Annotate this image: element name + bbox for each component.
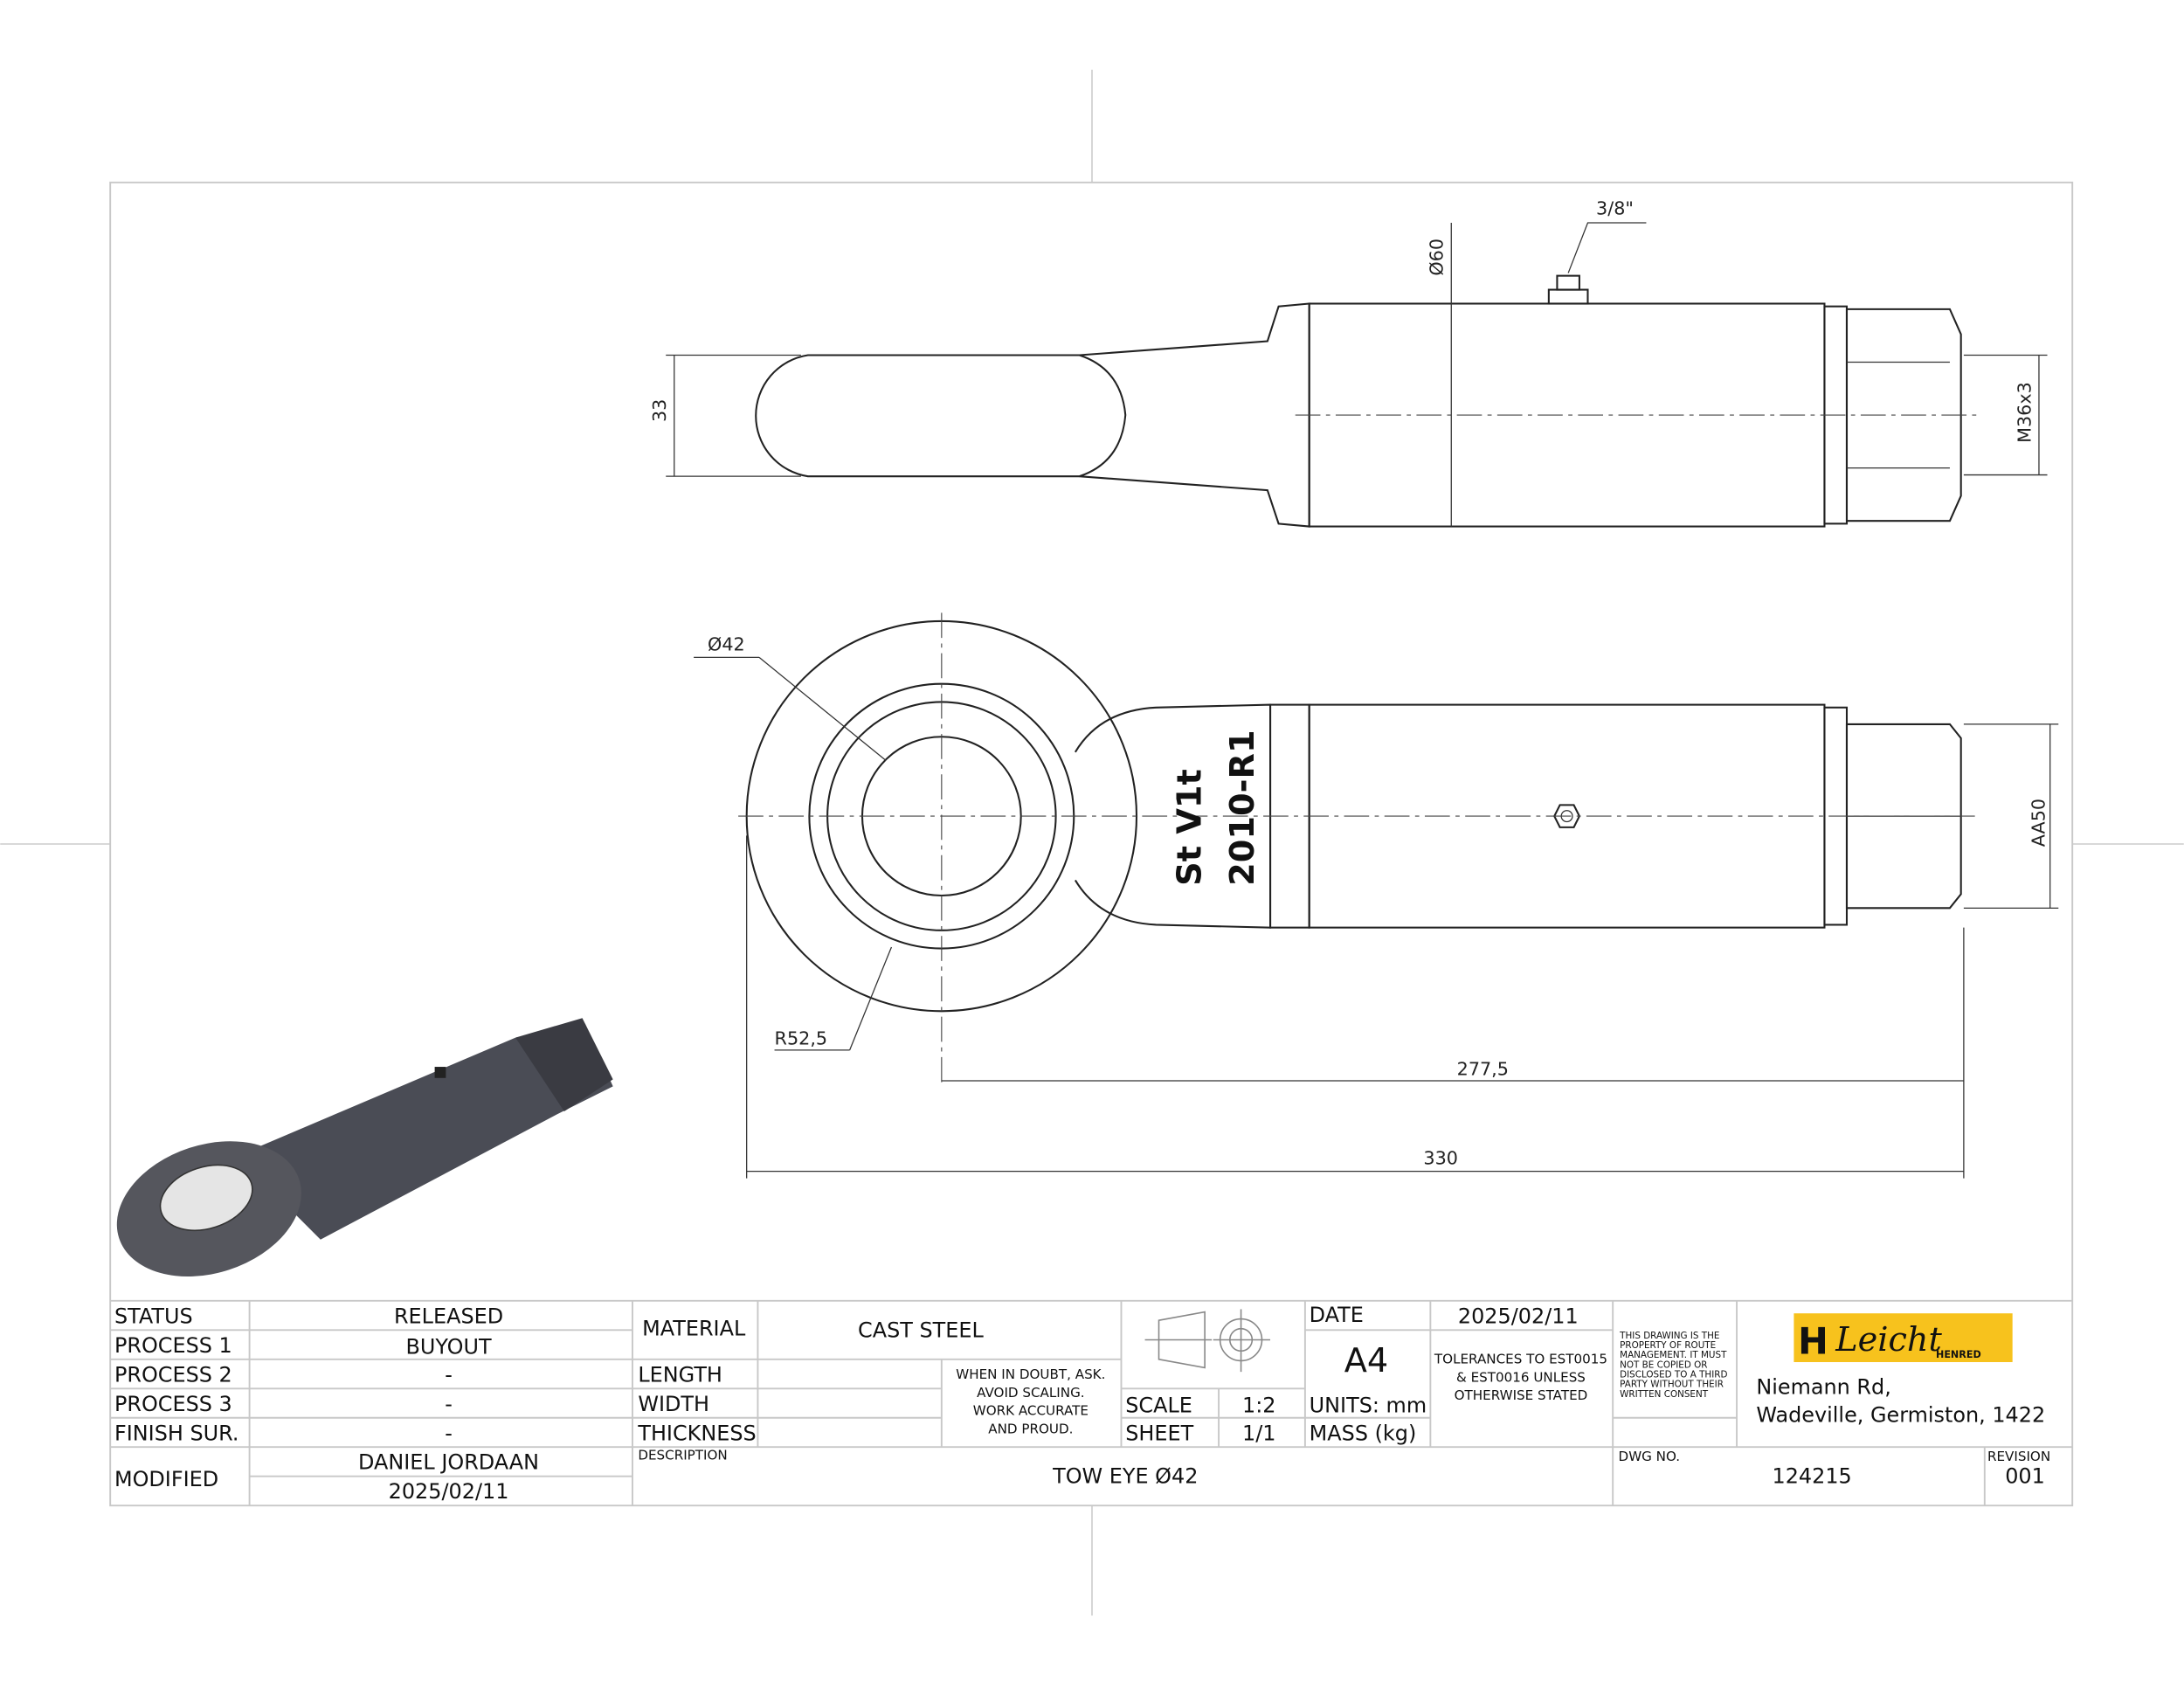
revision-label: REVISION (1987, 1449, 2050, 1464)
projection-symbol-icon (1144, 1309, 1271, 1373)
tolerance-line: & EST0016 UNLESS (1456, 1369, 1586, 1385)
note-line: AVOID SCALING. (977, 1385, 1085, 1401)
width-label: WIDTH (638, 1392, 709, 1416)
property-line: THIS DRAWING IS THE (1619, 1331, 1719, 1341)
status-value: RELEASED (394, 1304, 503, 1328)
property-line: PROPERTY OF ROUTE (1620, 1340, 1716, 1351)
top-view (666, 222, 2048, 528)
length-label: LENGTH (638, 1362, 722, 1387)
svg-text:Leicht: Leicht (1835, 1320, 1942, 1359)
process3-label: PROCESS 3 (114, 1392, 232, 1416)
process1-value: BUYOUT (405, 1334, 492, 1359)
dim-eye-thickness: 33 (649, 399, 670, 422)
process2-value: - (445, 1362, 453, 1387)
units: UNITS: mm (1310, 1393, 1427, 1417)
engraving-line2: 2010-R1 (1223, 730, 1262, 885)
modified-by: DANIEL JORDAAN (358, 1450, 539, 1475)
address-line2: Wadeville, Germiston, 1422 (1756, 1403, 2045, 1428)
note-line: AND PROUD. (988, 1421, 1073, 1436)
dim-thread: M36x3 (2014, 382, 2035, 443)
property-line: WRITTEN CONSENT (1620, 1389, 1709, 1400)
dim-eye-diameter: Ø42 (708, 633, 745, 654)
company-logo: H Leicht HENRED (1794, 1313, 2013, 1362)
isometric-view (116, 1018, 613, 1277)
process2-label: PROCESS 2 (114, 1362, 232, 1387)
dim-body-diameter: Ø60 (1427, 239, 1448, 276)
property-line: DISCLOSED TO A THIRD (1620, 1370, 1727, 1380)
tolerance-line: TOLERANCES TO EST0015 (1434, 1352, 1607, 1367)
engraving-line1: St V1t (1170, 769, 1209, 886)
svg-text:H: H (1798, 1320, 1828, 1362)
title-block: H Leicht HENRED (110, 1299, 2073, 1506)
engraving: St V1t 2010-R1 (1170, 730, 1262, 885)
dim-eye-radius: R52,5 (775, 1028, 828, 1049)
note-line: WORK ACCURATE (973, 1403, 1089, 1419)
description-label: DESCRIPTION (638, 1448, 727, 1463)
dwg-no-label: DWG NO. (1619, 1449, 1681, 1464)
revision-value: 001 (2005, 1464, 2045, 1489)
address-line1: Niemann Rd, (1756, 1375, 1890, 1400)
sheet-frame (109, 181, 2074, 1507)
front-view (694, 612, 2059, 1179)
modified-date: 2025/02/11 (389, 1479, 509, 1504)
process1-label: PROCESS 1 (114, 1333, 232, 1358)
modified-label: MODIFIED (114, 1467, 218, 1491)
sheet-value: 1/1 (1242, 1421, 1275, 1445)
property-line: MANAGEMENT. IT MUST (1620, 1350, 1727, 1360)
scale-label: SCALE (1125, 1393, 1192, 1417)
property-line: NOT BE COPIED OR (1620, 1359, 1707, 1370)
sheet-size: A4 (1344, 1341, 1389, 1380)
svg-text:HENRED: HENRED (1936, 1349, 1981, 1360)
tolerance-line: OTHERWISE STATED (1455, 1387, 1588, 1403)
finish-value: - (445, 1421, 453, 1445)
dim-length-overall: 330 (1423, 1148, 1458, 1169)
material-label: MATERIAL (642, 1317, 746, 1341)
date-value: 2025/02/11 (1458, 1304, 1579, 1328)
material-value: CAST STEEL (858, 1318, 984, 1342)
thickness-label: THICKNESS (637, 1421, 756, 1445)
status-label: STATUS (114, 1304, 193, 1328)
dim-hex-size: AA50 (2028, 799, 2049, 847)
finish-label: FINISH SUR. (114, 1421, 239, 1445)
dim-fitting: 3/8" (1596, 197, 1634, 218)
note-line: WHEN IN DOUBT, ASK. (956, 1366, 1105, 1382)
title-block-text: STATUS RELEASED PROCESS 1 BUYOUT PROCESS… (114, 1303, 2050, 1504)
dwg-no-value: 124215 (1772, 1464, 1851, 1489)
scale-value: 1:2 (1242, 1393, 1275, 1417)
zone-marks (0, 69, 2184, 1616)
sheet-label: SHEET (1125, 1421, 1193, 1445)
process3-value: - (445, 1392, 453, 1416)
description-value: TOW EYE Ø42 (1052, 1464, 1198, 1489)
mass-label: MASS (kg) (1310, 1421, 1417, 1445)
date-label: DATE (1310, 1303, 1364, 1327)
property-line: PARTY WITHOUT THEIR (1620, 1380, 1724, 1390)
dim-length-center: 277,5 (1457, 1059, 1509, 1080)
